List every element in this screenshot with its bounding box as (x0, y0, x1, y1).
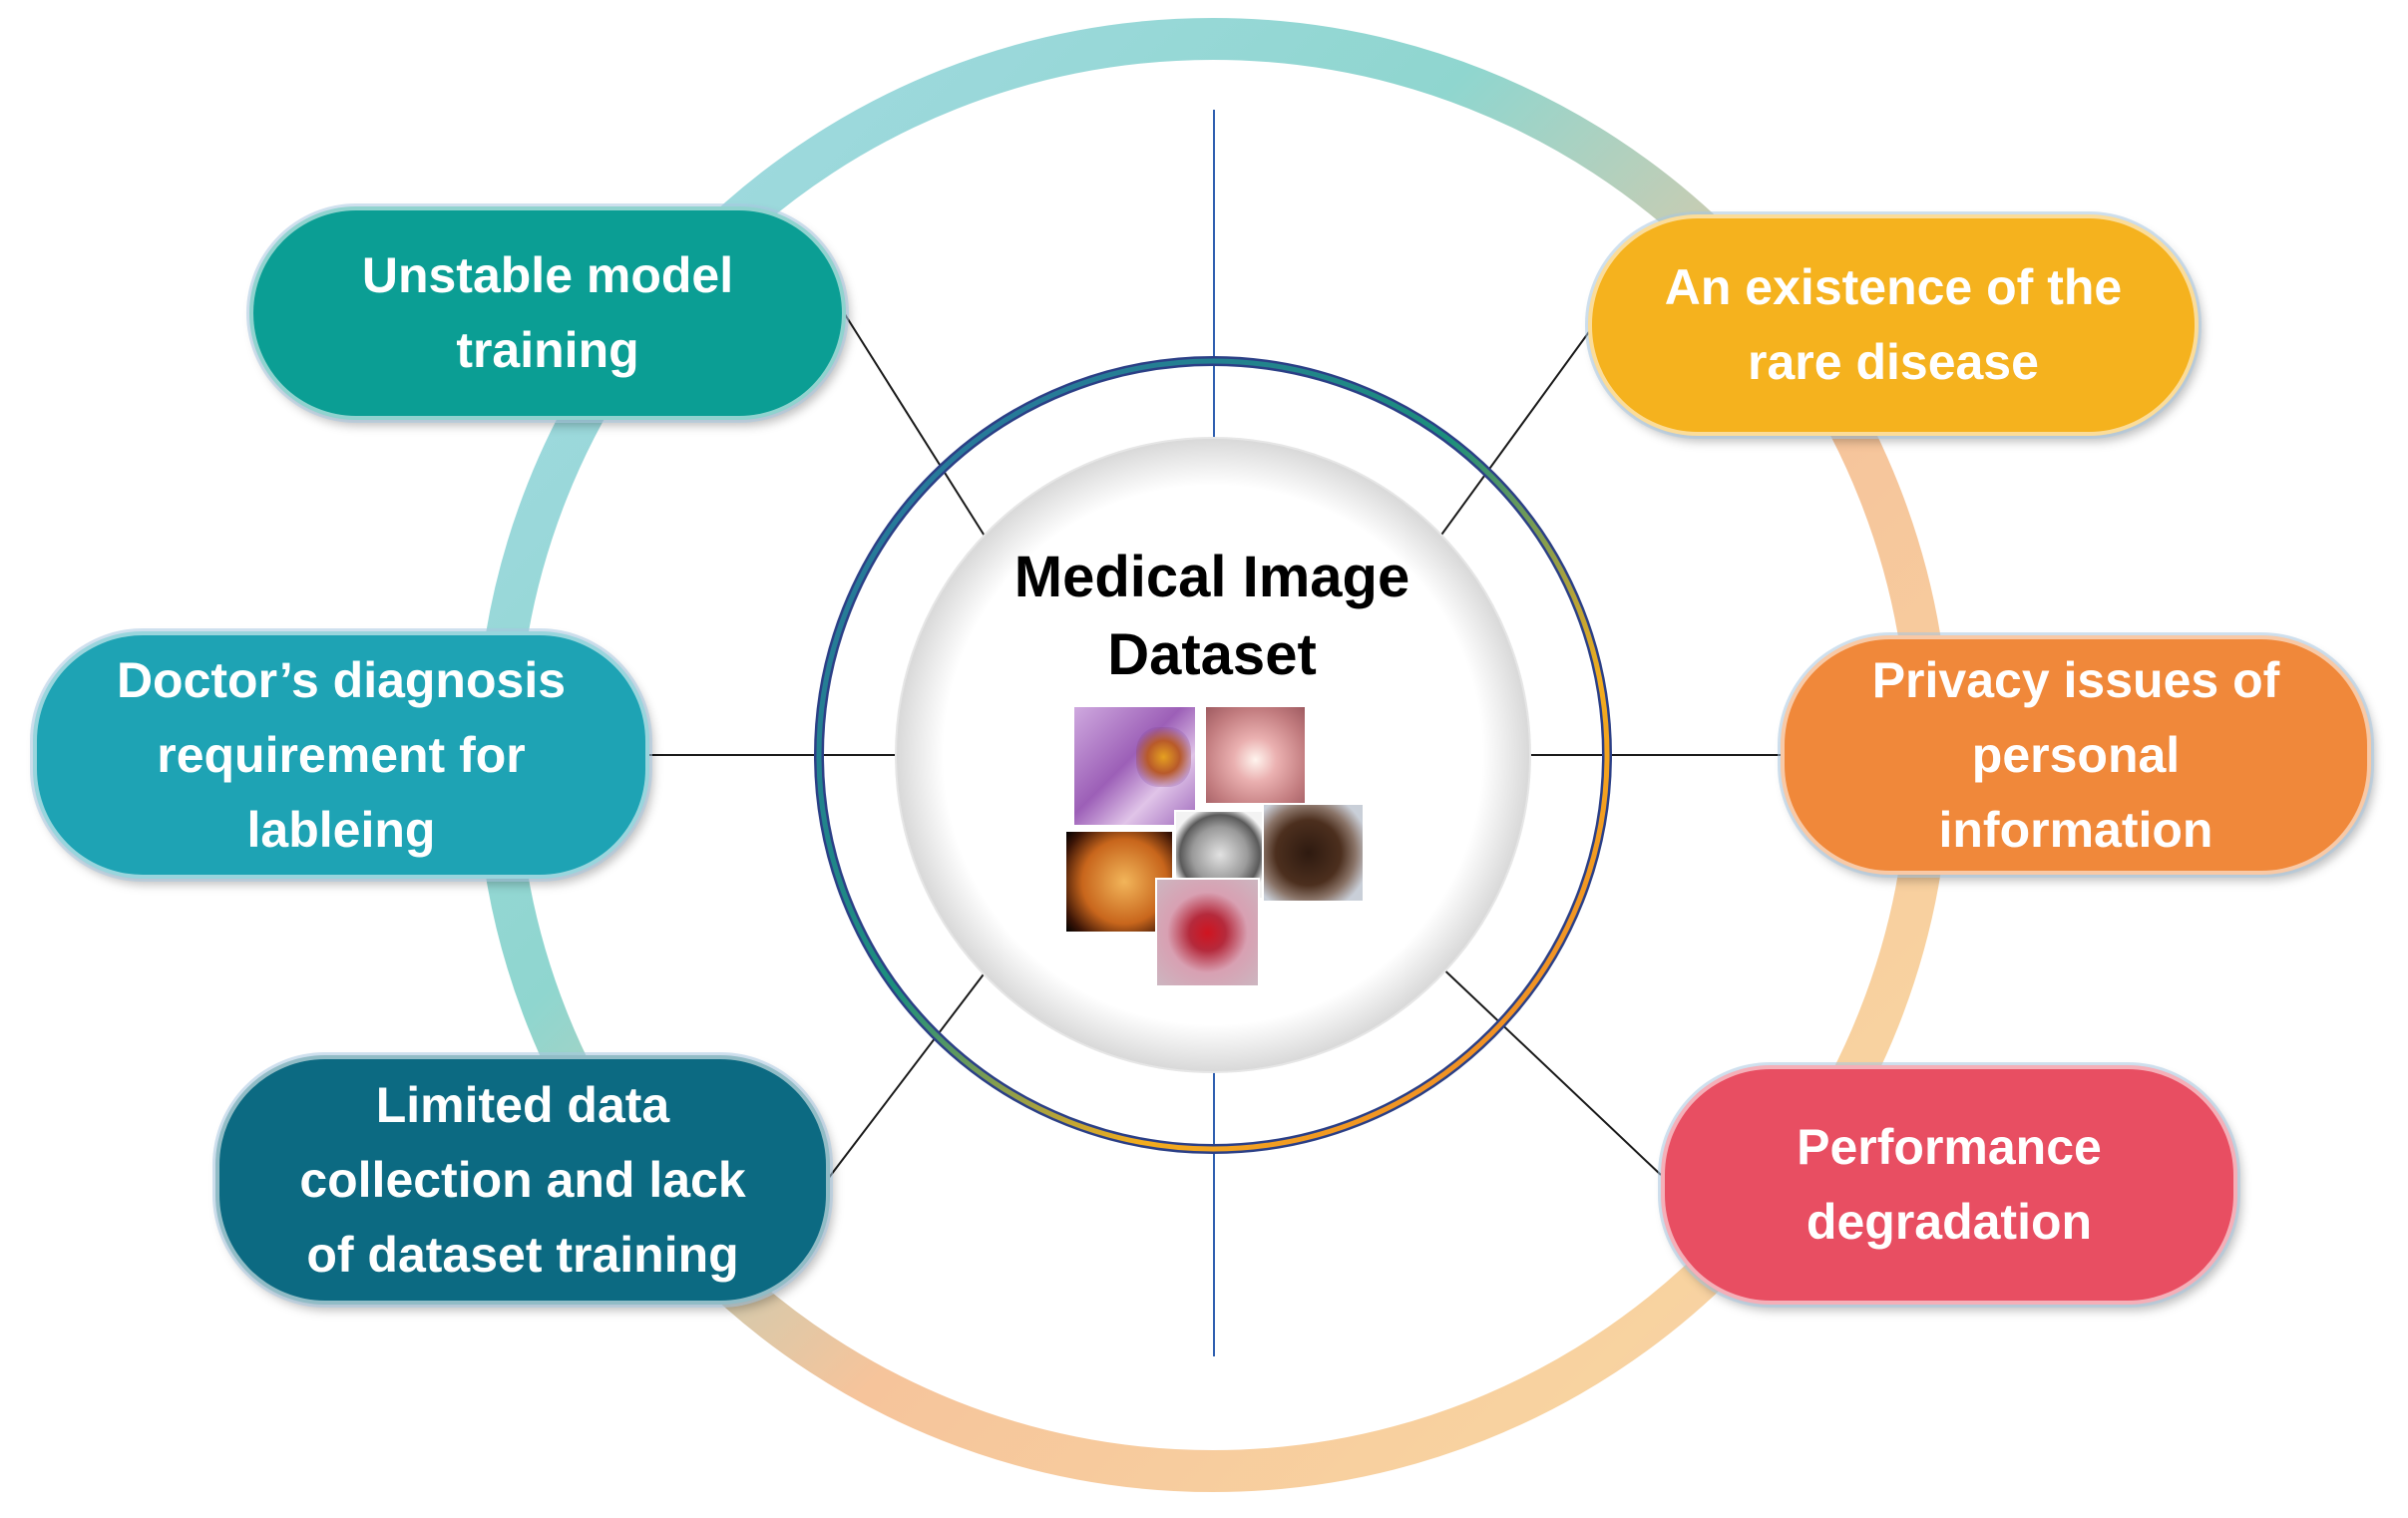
skin-lesion-image (1262, 803, 1365, 903)
connector-performance (1435, 961, 1662, 1176)
challenge-limited-data-label: Limited data collection and lack of data… (299, 1076, 746, 1283)
challenge-limited-data: Limited data collection and lack of data… (215, 1055, 830, 1305)
challenge-unstable-training: Unstable model training (249, 206, 846, 420)
connector-unstable-training (842, 310, 994, 550)
challenge-doctor-diagnosis-label: Doctor’s diagnosis requirement for lable… (116, 651, 567, 858)
connector-limited-data (827, 961, 994, 1180)
challenge-performance-label: Performance degradation (1797, 1119, 2102, 1250)
challenge-doctor-diagnosis: Doctor’s diagnosis requirement for lable… (33, 631, 649, 879)
connector-rare-disease (1430, 328, 1592, 550)
wound-image (1155, 878, 1260, 987)
center-title: Medical Image Dataset (1013, 545, 1410, 687)
challenge-performance: Performance degradation (1661, 1065, 2237, 1305)
challenge-privacy: Privacy issues of personal information (1781, 635, 2371, 875)
challenge-rare-disease-label: An existence of the rare disease (1664, 259, 2123, 390)
challenge-unstable-training-label: Unstable model training (361, 247, 734, 378)
cervix-colposcopy-image (1204, 705, 1307, 805)
inner-ring-color (816, 358, 1610, 1152)
challenge-rare-disease: An existence of the rare disease (1588, 214, 2199, 436)
histopathology-image (1072, 705, 1197, 827)
challenge-privacy-label: Privacy issues of personal information (1871, 651, 2280, 858)
